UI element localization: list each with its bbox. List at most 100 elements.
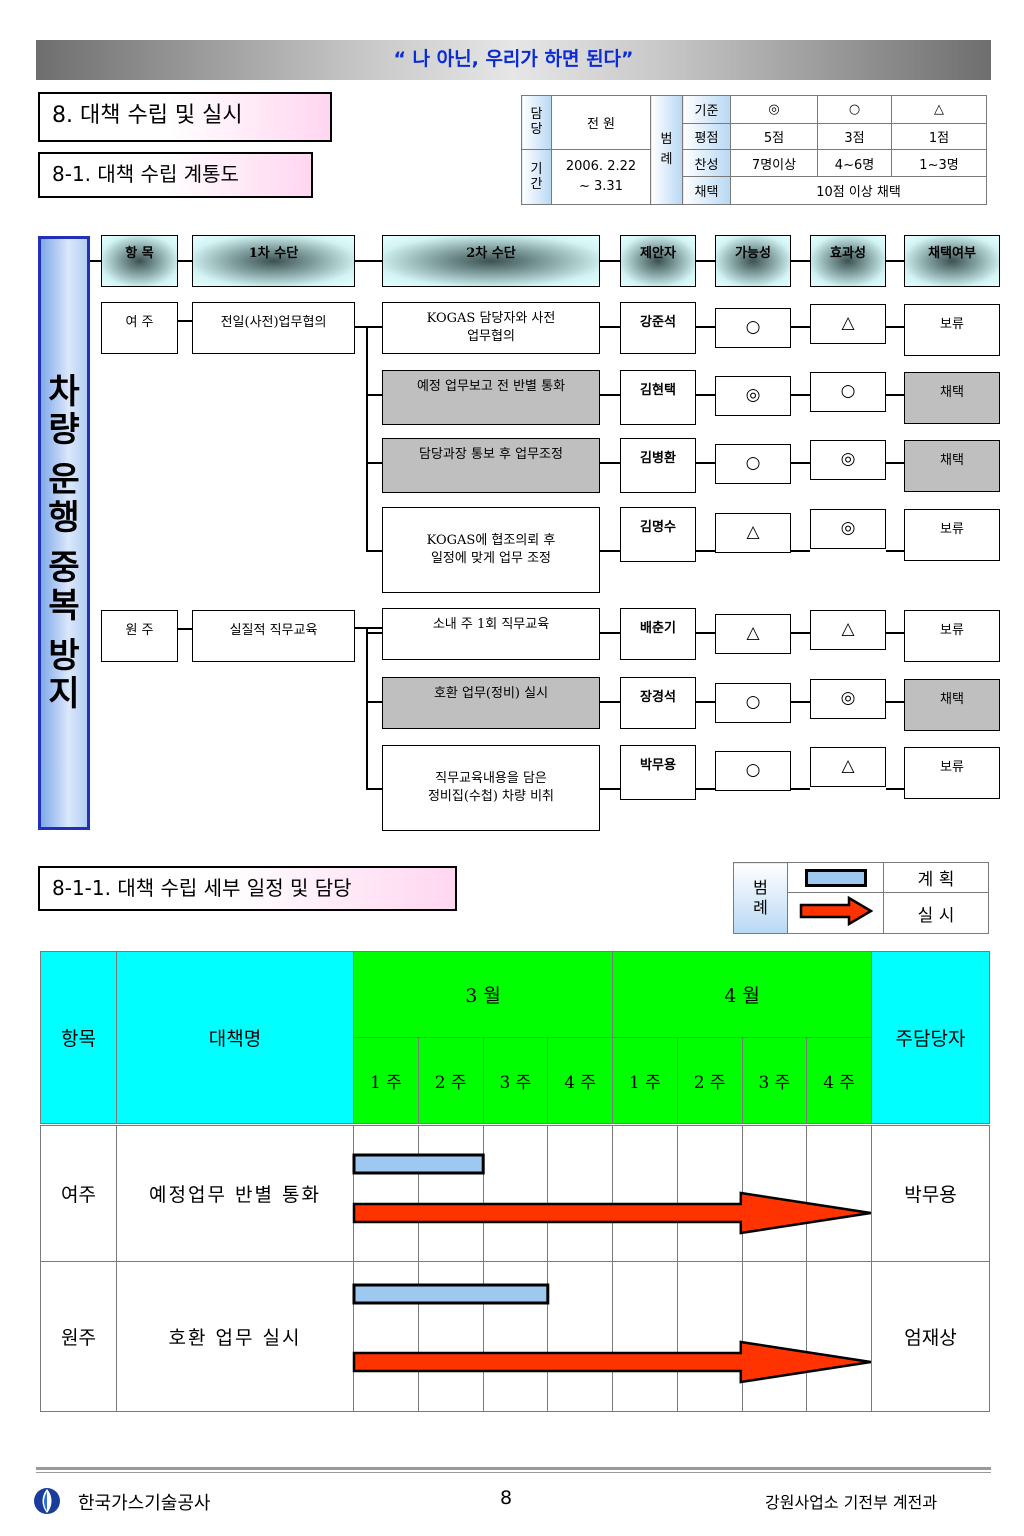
do-arrow (352, 1191, 871, 1235)
sched-week-cell (417, 1125, 484, 1262)
sched-row-owner: 엄재상 (871, 1261, 990, 1412)
sched-week-7: 3 주 (741, 1037, 808, 1124)
sched-week-5: 1 주 (612, 1037, 678, 1124)
adopt-box: 채택 (904, 679, 1000, 731)
footer-company: 한국가스기술공사 (78, 1493, 211, 1514)
adopt-box: 보류 (904, 509, 1000, 561)
group-item-yeoju: 여 주 (101, 302, 178, 354)
sched-week-cell (806, 1261, 872, 1412)
sched-week-6: 2 주 (676, 1037, 743, 1124)
sched-month-4: 4 월 (612, 951, 872, 1038)
side-title-char: 지 (48, 674, 80, 714)
proposer-box: 장경석 (620, 677, 696, 729)
sched-row-name: 예정업무 반별 통화 (116, 1125, 354, 1262)
proposer-box: 김병환 (620, 438, 696, 493)
possibility-box: △ (715, 614, 791, 654)
sched-week-cell (547, 1261, 613, 1412)
section-title-8-1-1: 8-1-1. 대책 수립 세부 일정 및 담당 (38, 866, 457, 911)
schedule-legend-label: 범 례 (733, 862, 788, 934)
sched-month-3: 3 월 (353, 951, 613, 1038)
possibility-box: △ (715, 513, 791, 553)
sched-week-3: 3 주 (482, 1037, 549, 1124)
group-item-wonju: 원 주 (101, 610, 178, 662)
sched-week-8: 4 주 (806, 1037, 872, 1124)
second-means-box: 담당과장 통보 후 업무조정 (382, 438, 600, 493)
slogan-banner: “ 나 아닌, 우리가 하면 된다” (36, 40, 991, 80)
header-item: 항 목 (101, 235, 178, 287)
manager-value: 전 원 (551, 95, 651, 150)
sched-header-item: 항목 (40, 951, 117, 1124)
side-title-char: 량 (48, 410, 80, 450)
adopt-box: 채택 (904, 440, 1000, 492)
effect-box: △ (810, 610, 886, 650)
effect-box: ◎ (810, 440, 886, 480)
company-logo-icon (34, 1488, 60, 1514)
group-first-wonju: 실질적 직무교육 (192, 610, 355, 662)
schedule-legend: 범 례 계 획 실 시 (733, 861, 989, 934)
plan-bar (352, 1153, 485, 1175)
score-label: 평점 (682, 122, 731, 150)
sched-week-4: 4 주 (547, 1037, 613, 1124)
header-effect: 효과성 (810, 235, 886, 287)
proposer-box: 배춘기 (620, 608, 696, 660)
second-means-box: 예정 업무보고 전 반별 통화 (382, 370, 600, 425)
sched-header-owner: 주담당자 (871, 951, 990, 1124)
second-means-box: KOGAS 담당자와 사전 업무협의 (382, 302, 600, 354)
possibility-box: ◎ (715, 376, 791, 416)
effect-box: ○ (810, 372, 886, 412)
criteria-b: ○ (817, 95, 892, 124)
score-a: 5점 (730, 122, 818, 150)
possibility-box: ○ (715, 751, 791, 791)
adopt-box: 채택 (904, 372, 1000, 424)
group-first-yeoju: 전일(사전)업무협의 (192, 302, 355, 354)
sched-week-cell (676, 1125, 743, 1262)
second-means-box: 호환 업무(정비) 실시 (382, 677, 600, 729)
second-means-box: KOGAS에 협조의뢰 후 일정에 맞게 업무 조정 (382, 507, 600, 593)
proposer-box: 강준석 (620, 302, 696, 354)
evaluation-legend-table: 담 당 전 원 범 례 기준 ◎ ○ △ 평점 5점 3점 1점 기 간 200… (521, 95, 987, 206)
sched-week-cell (612, 1261, 678, 1412)
proposer-box: 박무용 (620, 745, 696, 800)
sched-row-item: 여주 (40, 1125, 117, 1262)
legend-plan-swatch (787, 861, 884, 894)
header-possibility: 가능성 (715, 235, 791, 287)
possibility-box: ○ (715, 308, 791, 348)
side-title-char: 복 (48, 586, 80, 626)
period-start: 2006. 2.22 (565, 158, 637, 174)
effect-box: △ (810, 747, 886, 787)
side-title-char: 방 (48, 636, 80, 676)
legend-plan-label: 계 획 (883, 861, 989, 894)
header-proposer: 제안자 (620, 235, 696, 287)
adopt-box: 보류 (904, 610, 1000, 662)
proposer-box: 김명수 (620, 507, 696, 562)
adopt-box: 보류 (904, 747, 1000, 799)
section-title-8: 8. 대책 수립 및 실시 (38, 92, 332, 142)
period-end: ~ 3.31 (579, 178, 623, 194)
sched-week-cell (482, 1125, 549, 1262)
agree-c: 1~3명 (891, 148, 987, 178)
adopt-label: 채택 (682, 176, 731, 205)
possibility-box: ○ (715, 683, 791, 723)
agree-a: 7명이상 (730, 148, 818, 178)
side-title-char: 중 (48, 548, 80, 588)
possibility-box: ○ (715, 444, 791, 484)
legend-label: 범 례 (650, 95, 683, 205)
sched-header-name: 대책명 (116, 951, 354, 1124)
plan-bar-icon (804, 868, 867, 887)
sched-week-2: 2 주 (417, 1037, 484, 1124)
side-title-char: 운 (48, 460, 80, 500)
header-first-means: 1차 수단 (192, 235, 355, 287)
sched-row-item: 원주 (40, 1261, 117, 1412)
plan-bar (352, 1283, 550, 1305)
effect-box: ◎ (810, 679, 886, 719)
second-means-box: 직무교육내용을 담은 정비집(수첩) 차량 비취 (382, 745, 600, 831)
header-second-means: 2차 수단 (382, 235, 600, 287)
section-title-8-1: 8-1. 대책 수립 계통도 (38, 152, 313, 198)
do-arrow-icon (799, 895, 873, 927)
legend-do-swatch (787, 892, 884, 934)
